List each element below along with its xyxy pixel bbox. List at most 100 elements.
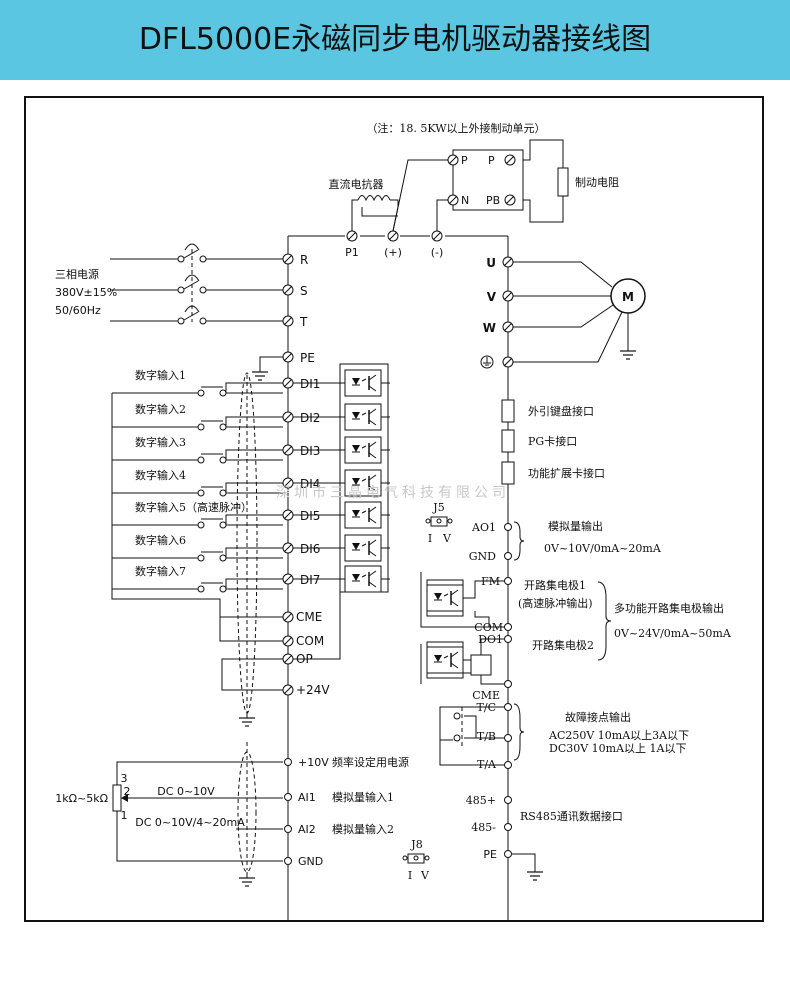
label: U <box>486 256 496 270</box>
label: W <box>483 321 496 335</box>
note-label: （注：18. 5KW以上外接制动单元） <box>366 121 545 135</box>
terminal-slash <box>284 286 292 294</box>
brake-resistor-label: 制动电阻 <box>575 176 619 189</box>
contact-dot <box>504 796 512 804</box>
light-arrow-icon <box>443 593 449 597</box>
light-arrow-icon <box>361 378 367 382</box>
contact-dot <box>504 577 512 585</box>
contact-dot <box>402 855 408 861</box>
label: FM <box>481 575 500 588</box>
power-voltage: 380V±15% <box>55 286 117 299</box>
transistor-icon <box>368 408 377 415</box>
terminal-slash <box>449 156 457 164</box>
contact-dot <box>219 456 227 464</box>
terminal-slash <box>348 232 356 240</box>
v10-description: 频率设定用电源 <box>332 755 409 769</box>
led-icon <box>352 543 360 550</box>
label: AO1 <box>471 521 496 534</box>
terminal-slash <box>504 358 512 366</box>
motor-label: M <box>622 290 634 304</box>
label: AI1 <box>298 791 316 804</box>
transistor-icon <box>368 419 377 426</box>
led-icon <box>352 510 360 517</box>
interface-label: 外引键盘接口 <box>528 404 594 418</box>
wire <box>116 811 283 862</box>
wire <box>293 592 341 660</box>
contact-dot <box>219 423 227 431</box>
jumper-j5-label: J5 <box>432 501 444 514</box>
terminal-slash <box>284 353 292 361</box>
wire <box>225 449 283 460</box>
terminal-slash <box>284 446 292 454</box>
label: OP <box>296 652 313 666</box>
label: CME <box>472 689 500 702</box>
open-collector-1-label: 开路集电极1 <box>524 578 586 592</box>
terminal-slash <box>284 379 292 387</box>
label: 2 <box>124 785 131 798</box>
wire <box>225 514 283 525</box>
contact-dot <box>219 489 227 497</box>
label: DI7 <box>300 573 320 587</box>
brace-icon <box>513 521 525 561</box>
label: T <box>299 315 308 329</box>
contact-dot <box>177 286 185 294</box>
light-arrow-icon <box>443 655 449 659</box>
header-bar: DFL5000E永磁同步电机驱动器接线图 <box>0 0 790 80</box>
breaker-contact-icon <box>183 280 199 290</box>
contact-dot <box>436 518 442 524</box>
wire <box>513 261 613 288</box>
connector-icon <box>501 461 515 485</box>
wire <box>480 675 504 685</box>
contact-dot <box>504 523 512 531</box>
light-arrow-icon <box>361 543 367 547</box>
breaker-icon <box>184 274 200 282</box>
wire <box>474 611 490 627</box>
dc-current-label: DC 0~10V/4~20mA <box>135 816 245 829</box>
led-icon <box>352 445 360 452</box>
label: S <box>300 284 308 298</box>
transistor-icon <box>368 374 377 381</box>
digital-input-label: 数字输入5（高速脉冲） <box>135 500 252 514</box>
wire <box>225 482 283 493</box>
label: DI1 <box>300 377 320 391</box>
light-arrow-icon <box>361 574 367 578</box>
label: P <box>461 154 468 167</box>
label: V <box>487 290 497 304</box>
label: T/A <box>477 758 497 771</box>
optocoupler-icon <box>344 403 382 431</box>
contact-dot <box>413 855 419 861</box>
terminal-slash <box>506 196 514 204</box>
breaker-contact-icon <box>183 311 199 321</box>
transistor-icon <box>368 452 377 459</box>
transistor-icon <box>368 570 377 577</box>
jumper-j8-label: J8 <box>410 838 422 851</box>
wire <box>515 196 564 223</box>
transistor-icon <box>368 485 377 492</box>
label: I <box>408 869 412 882</box>
transistor-icon <box>450 651 459 658</box>
inductor-icon <box>357 195 391 202</box>
label: +10V <box>298 756 329 769</box>
label: (-) <box>431 246 444 259</box>
label: V <box>442 532 452 545</box>
label: T/C <box>477 701 496 714</box>
contact-dot <box>219 554 227 562</box>
wire <box>225 578 283 589</box>
light-arrow-icon <box>361 478 367 482</box>
label: P <box>488 154 495 167</box>
transistor-icon <box>368 441 377 448</box>
led-icon <box>352 378 360 385</box>
light-arrow-icon <box>361 510 367 514</box>
contact-dot <box>219 389 227 397</box>
terminal-slash <box>284 413 292 421</box>
terminal-slash <box>504 292 512 300</box>
wire <box>111 589 283 642</box>
wire <box>439 706 504 741</box>
label: N <box>461 194 469 207</box>
relay-ac-rating: AC250V 10mA以上3A以下 <box>548 729 689 742</box>
contact-dot <box>197 521 205 529</box>
wire <box>513 311 623 363</box>
contact-dot <box>199 286 207 294</box>
label: DI5 <box>300 509 320 523</box>
